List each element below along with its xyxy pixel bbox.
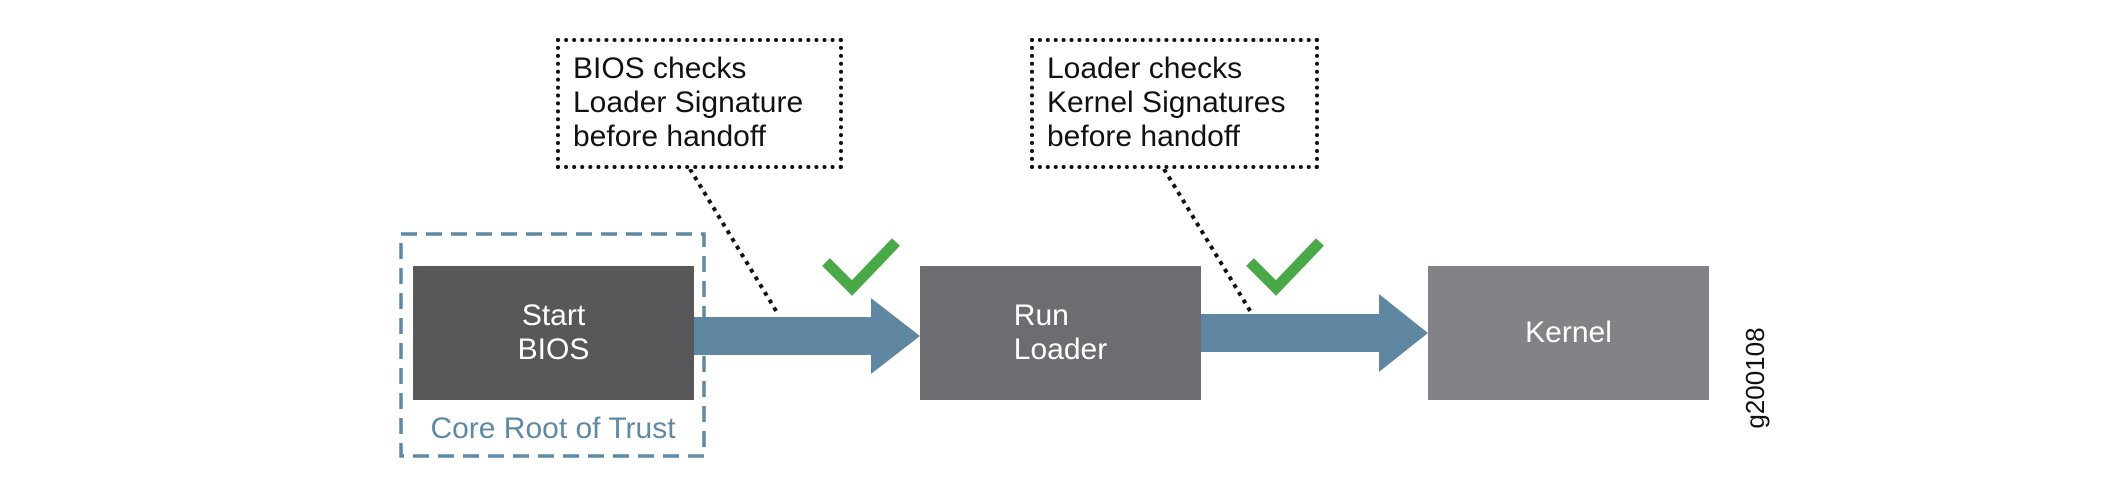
callout-bios-leader — [688, 167, 780, 316]
arrow-bios-to-loader — [694, 298, 920, 374]
start-bios-box: Start BIOS — [413, 266, 694, 400]
callout-loader-leader — [1162, 167, 1254, 316]
arrow-loader-to-kernel — [1201, 294, 1428, 372]
run-loader-label: Run Loader — [1013, 299, 1108, 366]
core-root-of-trust-label: Core Root of Trust — [430, 412, 676, 445]
loader-check-text: Loader checks Kernel Signatures before h… — [1047, 52, 1286, 153]
figure-id-label: g200108 — [1740, 327, 1770, 429]
run-loader-box: Run Loader — [920, 266, 1201, 400]
start-bios-label: Start BIOS — [517, 299, 590, 366]
kernel-label: Kernel — [1525, 316, 1612, 349]
bios-check-callout: BIOS checks Loader Signature before hand… — [556, 38, 843, 169]
kernel-box: Kernel — [1428, 266, 1709, 400]
check-icon — [1246, 238, 1324, 296]
loader-check-callout: Loader checks Kernel Signatures before h… — [1030, 38, 1319, 169]
bios-check-text: BIOS checks Loader Signature before hand… — [573, 52, 804, 153]
check-icon — [822, 238, 900, 296]
